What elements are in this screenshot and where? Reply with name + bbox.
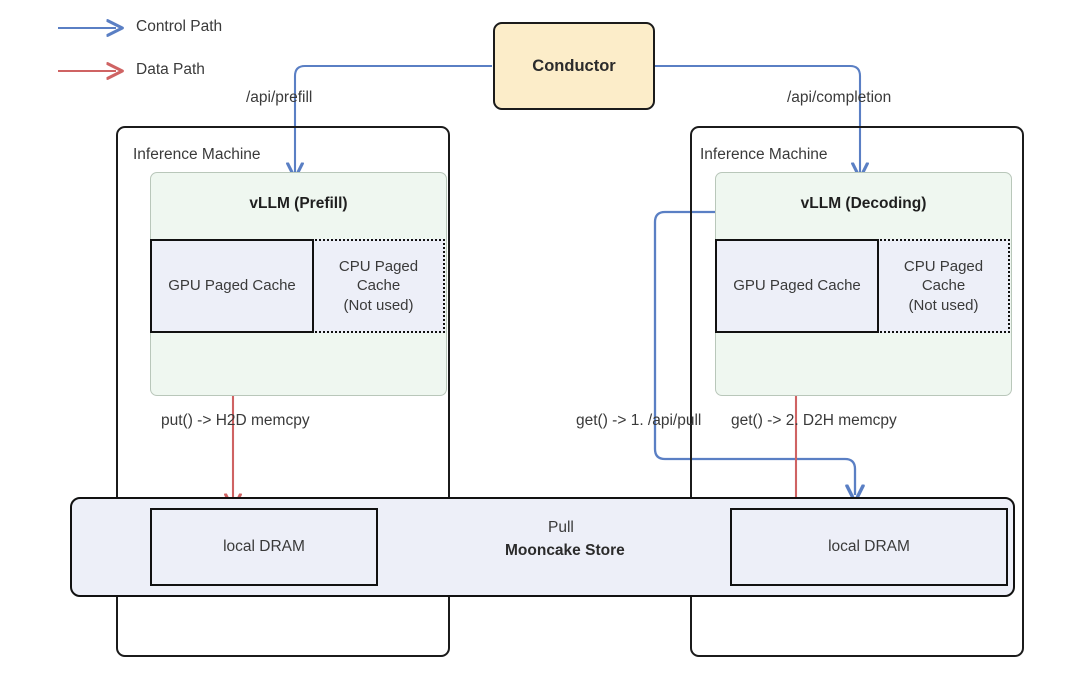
inference-machine-decoding — [690, 126, 1024, 657]
op-label-get-d2h: get() -> 2. D2H memcpy — [731, 412, 897, 429]
mooncake-transfer-label: Pull — [548, 519, 574, 536]
local-dram-prefill: local DRAM — [150, 508, 378, 586]
vllm-title-prefill: vLLM (Prefill) — [249, 195, 348, 212]
local-dram-decoding: local DRAM — [730, 508, 1008, 586]
conductor-box[interactable]: Conductor — [493, 22, 655, 110]
local-dram-label-prefill: local DRAM — [223, 538, 305, 555]
mooncake-store-title: Mooncake Store — [505, 542, 625, 559]
cpu-paged-cache-decoding: CPU Paged Cache (Not used) — [877, 239, 1010, 333]
legend-label-data-path: Data Path — [136, 61, 205, 78]
endpoint-label-completion: /api/completion — [787, 89, 892, 106]
cpu-paged-cache-label-line1: CPU Paged — [338, 258, 419, 276]
cpu-paged-cache-label-line3: (Not used) — [343, 296, 414, 314]
local-dram-label-decoding: local DRAM — [828, 538, 910, 555]
machine-label-decoding: Inference Machine — [700, 146, 828, 163]
gpu-paged-cache-decoding: GPU Paged Cache — [715, 239, 879, 333]
cpu-paged-cache-label-line2: Cache — [356, 277, 401, 295]
gpu-paged-cache-label-decoding: GPU Paged Cache — [733, 277, 861, 295]
legend-label-control-path: Control Path — [136, 18, 223, 35]
gpu-paged-cache-prefill: GPU Paged Cache — [150, 239, 314, 333]
machine-label-prefill: Inference Machine — [133, 146, 261, 163]
cpu-paged-cache-label-line1: CPU Paged — [903, 258, 984, 276]
op-label-get-api-pull: get() -> 1. /api/pull — [576, 412, 702, 429]
conductor-label: Conductor — [532, 56, 616, 75]
cpu-paged-cache-label-line2: Cache — [921, 277, 966, 295]
vllm-title-decoding: vLLM (Decoding) — [800, 195, 927, 212]
op-label-put-h2d: put() -> H2D memcpy — [161, 412, 310, 429]
gpu-paged-cache-label-prefill: GPU Paged Cache — [168, 277, 296, 295]
cpu-paged-cache-prefill: CPU Paged Cache (Not used) — [312, 239, 445, 333]
endpoint-label-prefill: /api/prefill — [246, 89, 313, 106]
cpu-paged-cache-label-line3: (Not used) — [908, 296, 979, 314]
inference-machine-prefill — [116, 126, 450, 657]
